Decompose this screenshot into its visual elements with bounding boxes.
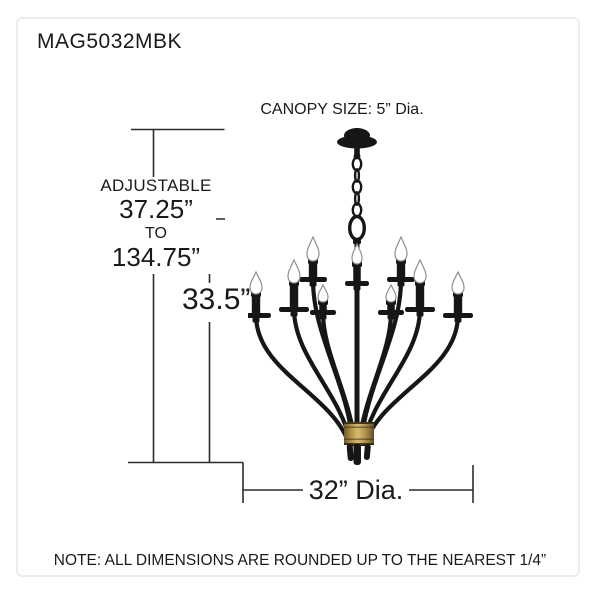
- bottom-finial-tails: [346, 443, 371, 465]
- range-separator: TO: [145, 224, 167, 242]
- height-max-value: 134.75”: [111, 242, 201, 273]
- adjustable-height-dimension: ADJUSTABLE 37.25” TO 134.75”: [96, 176, 216, 275]
- gold-band-bottom-ridge: [344, 443, 374, 445]
- drip-pan-short-right: [378, 310, 404, 315]
- canopy-stem: [354, 145, 360, 154]
- canopy-size-label: CANOPY SIZE: 5” Dia.: [260, 101, 424, 118]
- drip-pan-tall-left: [299, 277, 327, 282]
- drip-pan-mid-right: [405, 307, 435, 312]
- diagram-frame-border: [16, 17, 580, 577]
- product-model-number: MAG5032MBK: [37, 30, 183, 53]
- bulb-far-left: [249, 270, 263, 295]
- bulb-mid-left: [287, 258, 301, 284]
- gold-band: [344, 422, 374, 445]
- dimensions-note: NOTE: ALL DIMENSIONS ARE ROUNDED UP TO T…: [53, 552, 547, 569]
- drip-pan-mid-left: [279, 307, 309, 312]
- pan-hub-short-left: [319, 314, 327, 320]
- gold-band-groove: [344, 438, 374, 440]
- gold-band-groove: [344, 426, 374, 428]
- pan-hub-far-left: [252, 317, 260, 323]
- fixture-height-value: 33.5”: [182, 283, 250, 322]
- finial-tail: [363, 443, 371, 460]
- drip-pan-far-left: [241, 313, 271, 318]
- candle-body-short-left: [319, 300, 327, 311]
- canopy-icon: [337, 135, 377, 149]
- candle-body-center: [353, 262, 361, 282]
- bulb-tall-right: [394, 235, 408, 262]
- candle-body-mid-left: [289, 281, 299, 308]
- candle-body-tall-right: [396, 259, 406, 278]
- pan-hub-tall-right: [397, 281, 405, 287]
- adjustable-label: ADJUSTABLE: [100, 176, 212, 195]
- candle-body-short-right: [387, 300, 395, 311]
- candle-body-far-left: [251, 292, 261, 314]
- bulb-far-right: [451, 270, 465, 295]
- bulb-center: [351, 242, 363, 265]
- sheaf-binding: [344, 422, 374, 445]
- decorative-oval-ring: [348, 214, 367, 242]
- pan-hub-center: [353, 285, 361, 291]
- pan-hub-mid-right: [416, 311, 424, 317]
- finial-tail: [346, 444, 354, 462]
- pan-hub-tall-left: [309, 281, 317, 287]
- bulb-short-left: [317, 283, 329, 303]
- fixture-diameter-value: 32” Dia.: [303, 475, 409, 509]
- hanging-chain: [348, 156, 367, 242]
- pan-hub-far-right: [454, 317, 462, 323]
- gold-band-top-ridge: [344, 422, 374, 424]
- pan-hub-short-right: [387, 314, 395, 320]
- finial-tail: [353, 444, 361, 465]
- arm-far-right: [362, 313, 461, 447]
- bulb-mid-right: [413, 258, 427, 284]
- drip-pan-tall-right: [387, 277, 415, 282]
- candle-body-mid-right: [415, 281, 425, 308]
- candle-body-tall-left: [308, 259, 318, 278]
- drip-pan-short-left: [310, 310, 336, 315]
- bulb-short-right: [385, 283, 397, 303]
- bulb-tall-left: [306, 235, 320, 262]
- pan-hub-mid-left: [290, 311, 298, 317]
- candle-body-far-right: [453, 292, 463, 314]
- height-min-value: 37.25”: [119, 193, 193, 224]
- candle-bulbs: [249, 235, 465, 303]
- arm-far-left: [253, 313, 352, 447]
- drip-pan-center: [345, 281, 369, 286]
- drip-pan-far-right: [443, 313, 473, 318]
